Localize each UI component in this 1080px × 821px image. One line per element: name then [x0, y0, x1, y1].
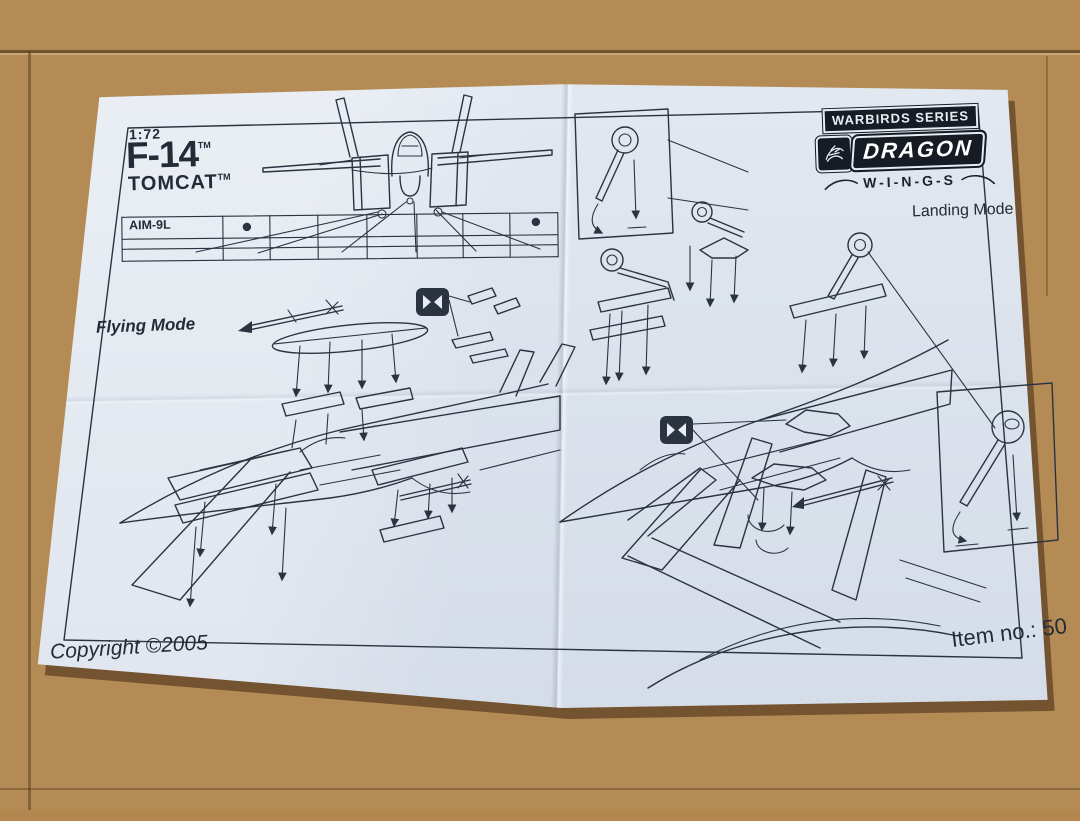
attach-icon [660, 416, 787, 501]
floor-plank-seam [1046, 56, 1048, 296]
brand-logo-block: WARBIRDS SERIES DRAGON W-I-N-G-S [817, 105, 1020, 193]
sheet-border-frame [63, 107, 1023, 659]
floor-plank-seam [0, 50, 1080, 53]
attach-icon [416, 288, 471, 337]
swoosh-right-icon [961, 175, 995, 185]
floor-plank-seam [28, 52, 31, 810]
swoosh-left-icon [824, 179, 858, 191]
trademark-symbol: TM [197, 139, 211, 151]
model-name: F-14 [125, 133, 199, 177]
dragon-head-icon [817, 137, 851, 171]
main-gear-inset [936, 382, 1059, 553]
series-badge: WARBIRDS SERIES [824, 105, 977, 132]
landing-mode-diagram [559, 201, 996, 571]
floor-plank-seam [0, 788, 1080, 790]
trademark-symbol: TM [217, 171, 231, 182]
dragon-logo-row: DRAGON [817, 132, 1019, 171]
flying-mode-diagram [119, 299, 576, 608]
model-subtitle: TOMCATTM [128, 171, 231, 197]
parts-table-grid [121, 212, 559, 262]
parts-table-row-label: AIM-9L [128, 217, 171, 233]
flying-mode-label: Flying Mode [95, 314, 196, 337]
front-view-drawing [195, 94, 553, 254]
wings-wordmark-row: W-I-N-G-S [823, 169, 1019, 192]
tail-assembly-diagram [627, 409, 987, 689]
dragon-wordmark: DRAGON [853, 133, 983, 169]
loose-parts-flying [451, 287, 521, 364]
table-dot [242, 222, 252, 232]
landing-mode-label: Landing Mode [911, 200, 1014, 221]
aircraft-name: TOMCAT [127, 171, 218, 196]
nose-gear-inset [574, 108, 749, 240]
table-dot [531, 217, 541, 227]
